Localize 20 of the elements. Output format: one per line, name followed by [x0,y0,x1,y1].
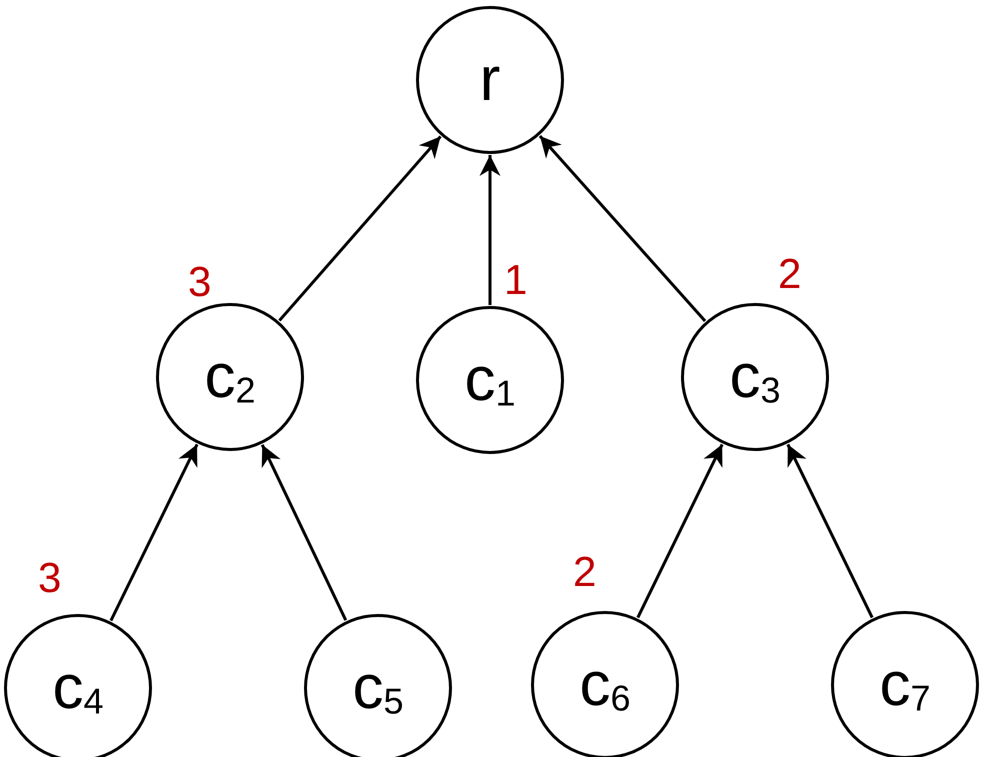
arrow [636,444,724,618]
arrow [278,135,442,322]
node-label: c$_{2}$ [204,346,256,408]
arrow [480,155,500,305]
node-label: c$_{1}$ [464,348,516,412]
edge-label: 2 [573,551,596,593]
edge-label: 2 [778,253,802,295]
node-label: c$_{6}$ [579,654,631,716]
arrow [538,134,706,322]
node-label: c$_{4}$ [52,656,104,720]
arrow [260,444,348,621]
arrow [110,444,198,622]
edge-label: 1 [504,259,528,301]
node-label: c$_{7}$ [879,654,931,716]
node-label: r [480,49,500,111]
edge-label: 3 [188,261,212,303]
edge-label: 3 [38,557,62,599]
node-label: c$_{3}$ [729,346,781,408]
arrow [786,444,874,618]
node-label: c$_{5}$ [352,656,404,720]
